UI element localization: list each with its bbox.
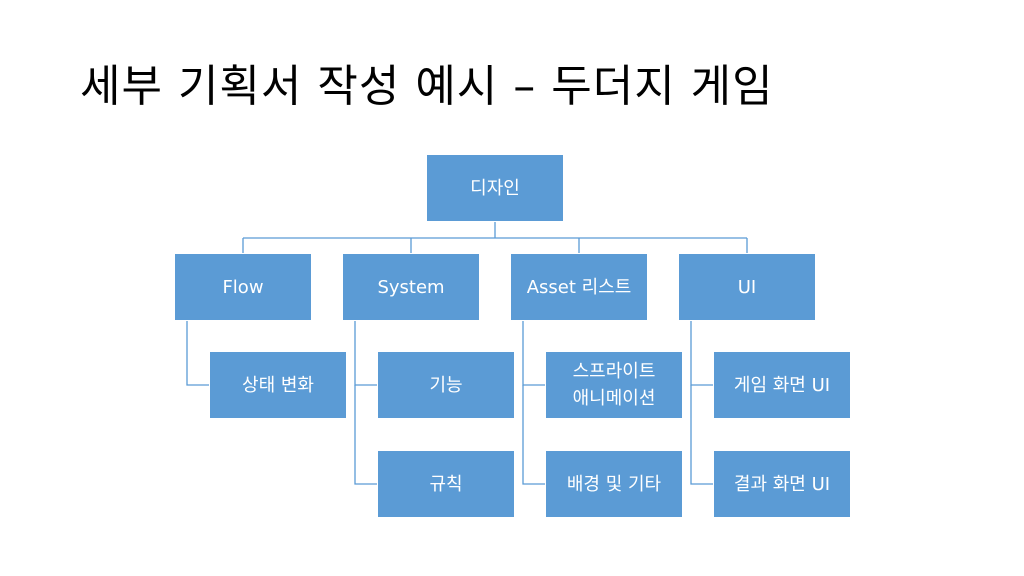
node-label-line-2: 애니메이션 bbox=[572, 388, 656, 409]
node-function: 기능 bbox=[377, 351, 515, 419]
connector-asset-child-2 bbox=[522, 385, 545, 485]
connector-system-child-2 bbox=[354, 385, 377, 485]
node-sprite-animation: 스프라이트 애니메이션 bbox=[545, 351, 683, 419]
connector-ui-child-2 bbox=[690, 385, 713, 485]
node-label-line-1: 스프라이트 bbox=[572, 361, 656, 382]
node-state-change: 상태 변화 bbox=[209, 351, 347, 419]
node-label: 디자인 bbox=[470, 177, 520, 199]
node-rules: 규칙 bbox=[377, 450, 515, 518]
node-label: Flow bbox=[222, 276, 264, 298]
node-background-etc: 배경 및 기타 bbox=[545, 450, 683, 518]
connector-ui-child-1 bbox=[690, 321, 713, 386]
node-label: 게임 화면 UI bbox=[733, 374, 831, 396]
slide-title: 세부 기획서 작성 예시 – 두더지 게임 bbox=[80, 61, 774, 112]
node-result-screen-ui: 결과 화면 UI bbox=[713, 450, 851, 518]
node-game-screen-ui: 게임 화면 UI bbox=[713, 351, 851, 419]
node-label: 상태 변화 bbox=[242, 374, 314, 396]
node-label: 배경 및 기타 bbox=[566, 473, 662, 495]
connector-asset-child-1 bbox=[522, 321, 545, 386]
node-root-design: 디자인 bbox=[426, 154, 564, 222]
node-label: 결과 화면 UI bbox=[733, 473, 831, 495]
connector-flow-child-1 bbox=[186, 321, 209, 386]
node-label: 기능 bbox=[429, 374, 463, 396]
node-label: 규칙 bbox=[429, 473, 463, 495]
node-label: UI bbox=[737, 276, 757, 298]
node-label: Asset 리스트 bbox=[526, 276, 632, 298]
connector-system-child-1 bbox=[354, 321, 377, 386]
node-system: System bbox=[342, 253, 480, 321]
node-flow: Flow bbox=[174, 253, 312, 321]
node-label: System bbox=[377, 276, 445, 298]
node-ui: UI bbox=[678, 253, 816, 321]
node-asset-list: Asset 리스트 bbox=[510, 253, 648, 321]
